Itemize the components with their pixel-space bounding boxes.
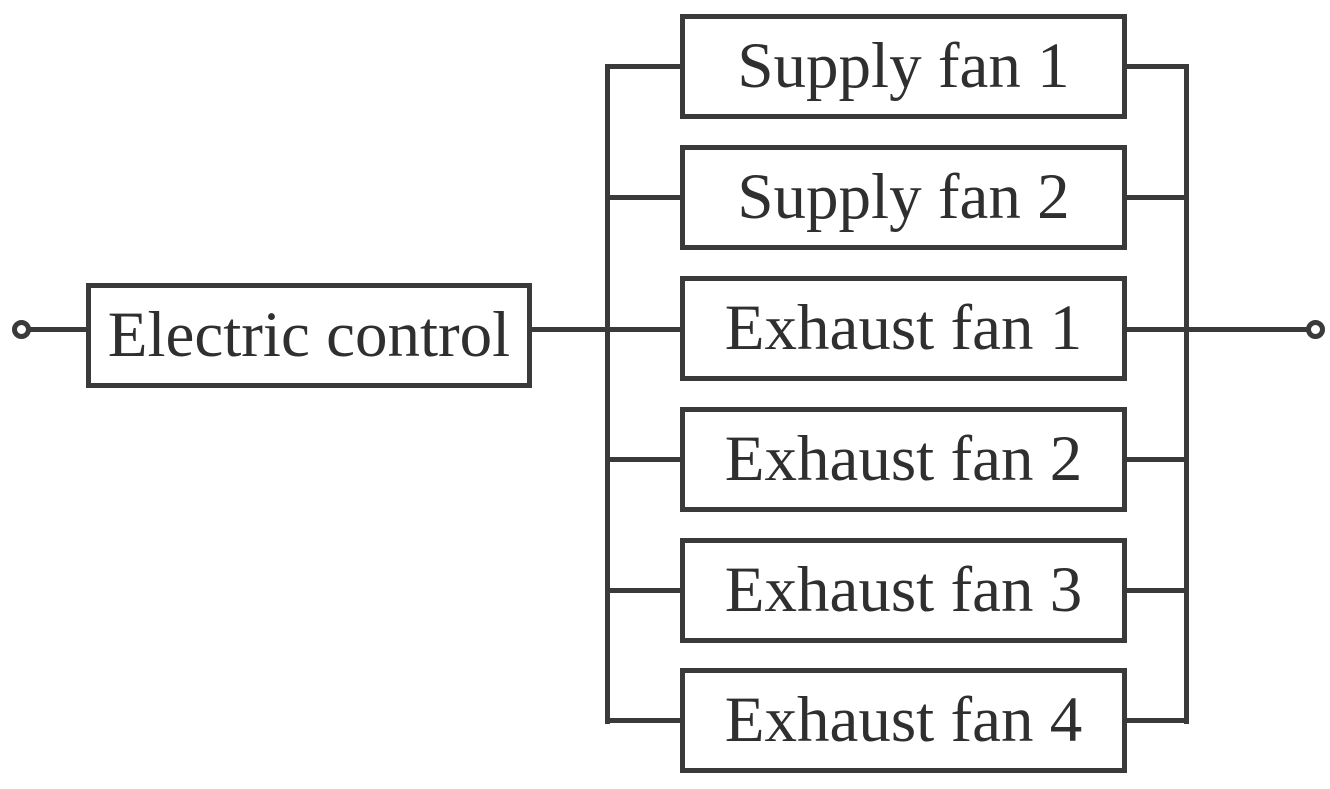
output-terminal-icon (1306, 320, 1325, 339)
stub-right-branch-4 (1126, 588, 1189, 593)
stub-right-branch-0 (1126, 64, 1189, 69)
block-electric-control: Electric control (86, 283, 532, 388)
wire-output (1126, 327, 1307, 332)
block-label: Exhaust fan 1 (724, 292, 1083, 364)
input-terminal-icon (12, 320, 31, 339)
stub-right-branch-3 (1126, 457, 1189, 462)
block-exhaust-fan-3: Exhaust fan 3 (680, 538, 1127, 643)
block-label: Exhaust fan 3 (724, 554, 1083, 626)
parallel-bus-left (605, 64, 610, 724)
block-supply-fan-1: Supply fan 1 (680, 14, 1127, 119)
block-label: Supply fan 2 (737, 161, 1070, 233)
stub-left-branch-0 (605, 64, 681, 69)
stub-right-branch-1 (1126, 195, 1189, 200)
stub-left-branch-3 (605, 457, 681, 462)
stub-right-branch-5 (1126, 718, 1189, 723)
block-label: Exhaust fan 2 (724, 423, 1083, 495)
stub-left-branch-1 (605, 195, 681, 200)
stub-left-branch-5 (605, 718, 681, 723)
block-label: Electric control (107, 299, 511, 371)
stub-left-branch-4 (605, 588, 681, 593)
block-exhaust-fan-2: Exhaust fan 2 (680, 407, 1127, 512)
block-supply-fan-2: Supply fan 2 (680, 145, 1127, 250)
wire-input (29, 327, 87, 332)
block-label: Exhaust fan 4 (724, 684, 1083, 756)
block-exhaust-fan-1: Exhaust fan 1 (680, 276, 1127, 381)
block-exhaust-fan-4: Exhaust fan 4 (680, 668, 1127, 773)
parallel-bus-right (1184, 64, 1189, 724)
block-label: Supply fan 1 (737, 30, 1070, 102)
